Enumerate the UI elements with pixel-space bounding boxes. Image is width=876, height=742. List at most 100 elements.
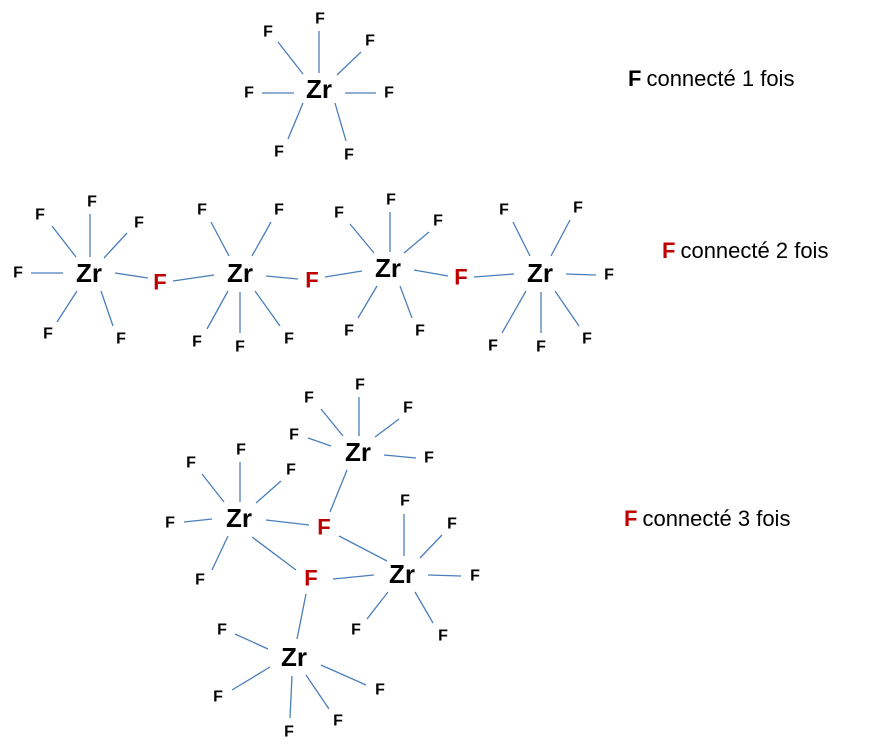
bond-line (550, 219, 571, 257)
fluorine-atom: F (334, 205, 344, 222)
bond-line (231, 666, 271, 691)
fluorine-atom: F (286, 462, 296, 479)
bond-line (103, 232, 128, 259)
bond-line (320, 408, 344, 437)
fluorine-atom: F (384, 85, 394, 102)
fluorine-atom: F (274, 144, 284, 161)
fluorine-atom: F (235, 339, 245, 356)
fluorine-atom: F (488, 338, 498, 355)
zr-atom: Zr (281, 642, 307, 672)
zr-atom: Zr (527, 258, 553, 288)
fluorine-atom: F (400, 493, 410, 510)
bond-line (399, 285, 413, 319)
fluorine-atom: F (43, 326, 53, 343)
fluorine-atom: F (582, 331, 592, 348)
fluorine-atom: F (375, 682, 385, 699)
bond-line (336, 51, 362, 76)
bridging-fluorine-atom: F (153, 270, 166, 295)
bridging-fluorine-atom: F (304, 566, 317, 591)
zr-atom: Zr (389, 559, 415, 589)
fluorine-atom: F (236, 442, 246, 459)
bridging-fluorine-atom: F (454, 265, 467, 290)
fluorine-atom: F (134, 215, 144, 232)
bond-line (419, 534, 443, 559)
fluorine-atom: F (284, 331, 294, 348)
fluorine-atom: F (355, 377, 365, 394)
fluorine-atom: F (13, 265, 23, 282)
fluorine-atom: F (284, 724, 294, 741)
bond-line (254, 290, 281, 327)
bond-line (234, 633, 269, 650)
fluorine-atom: F (386, 192, 396, 209)
bond-line (265, 519, 310, 526)
bond-line (357, 285, 378, 319)
fluorine-atom: F (344, 323, 354, 340)
bond-line (277, 41, 304, 75)
fluorine-atom: F (433, 213, 443, 230)
bond-line (210, 221, 230, 257)
fluorine-atom: F (304, 390, 314, 407)
fluorine-atom: F (424, 450, 434, 467)
bond-line (554, 290, 580, 327)
fluorine-atom: F (217, 622, 227, 639)
bond-line (501, 290, 527, 334)
bond-line (512, 221, 531, 257)
caption-text: connecté 1 fois (646, 66, 794, 91)
fluorine-atom: F (274, 202, 284, 219)
caption-text: connecté 2 fois (680, 238, 828, 263)
bond-line (265, 275, 299, 280)
bond-line (565, 273, 597, 276)
caption-f-label: F (662, 238, 675, 263)
fluorine-atom: F (403, 400, 413, 417)
bond-line (332, 574, 375, 580)
zr-atom: Zr (345, 437, 371, 467)
zr-atom: Zr (76, 258, 102, 288)
fluorine-atom: F (365, 33, 375, 50)
fluorine-atom: F (499, 202, 509, 219)
bond-line (251, 536, 297, 571)
bond-line (51, 225, 77, 258)
bond-line (289, 675, 293, 719)
bond-line (320, 664, 367, 686)
bond-line (206, 290, 229, 330)
fluorine-atom: F (333, 713, 343, 730)
bond-line (287, 102, 304, 140)
bridging-fluorine-atom: F (305, 268, 318, 293)
bond-line (473, 273, 515, 278)
bond-line (338, 535, 388, 562)
fluorine-atom: F (470, 568, 480, 585)
fluorine-atom: F (186, 455, 196, 472)
fluorine-atom: F (263, 24, 273, 41)
fluorine-atom: F (289, 427, 299, 444)
bond-line (413, 269, 449, 277)
fluorine-atom: F (447, 516, 457, 533)
zr-atom: Zr (226, 503, 252, 533)
fluorine-atom: F (213, 689, 223, 706)
fluorine-atom: F (165, 515, 175, 532)
fluorine-atom: F (244, 85, 254, 102)
bond-line (100, 290, 114, 327)
caption-f-label: F (624, 506, 637, 531)
zr-atom: Zr (306, 74, 332, 104)
bond-line (349, 223, 375, 254)
fluorine-atom: F (438, 628, 448, 645)
fluorine-atom: F (604, 267, 614, 284)
bond-line (307, 437, 332, 447)
caption-text: connecté 3 fois (642, 506, 790, 531)
fluorine-atom: F (87, 194, 97, 211)
fluorine-atom: F (351, 622, 361, 639)
bond-line (305, 674, 330, 710)
fluorine-atom: F (192, 334, 202, 351)
bond-line (414, 591, 434, 624)
fluorine-atom: F (573, 200, 583, 217)
fluorine-atom: F (344, 147, 354, 164)
bond-line (183, 518, 213, 523)
fluorine-atom: F (315, 11, 325, 28)
fluorine-atom: F (35, 207, 45, 224)
bond-line (296, 593, 307, 640)
bond-line (329, 469, 348, 513)
